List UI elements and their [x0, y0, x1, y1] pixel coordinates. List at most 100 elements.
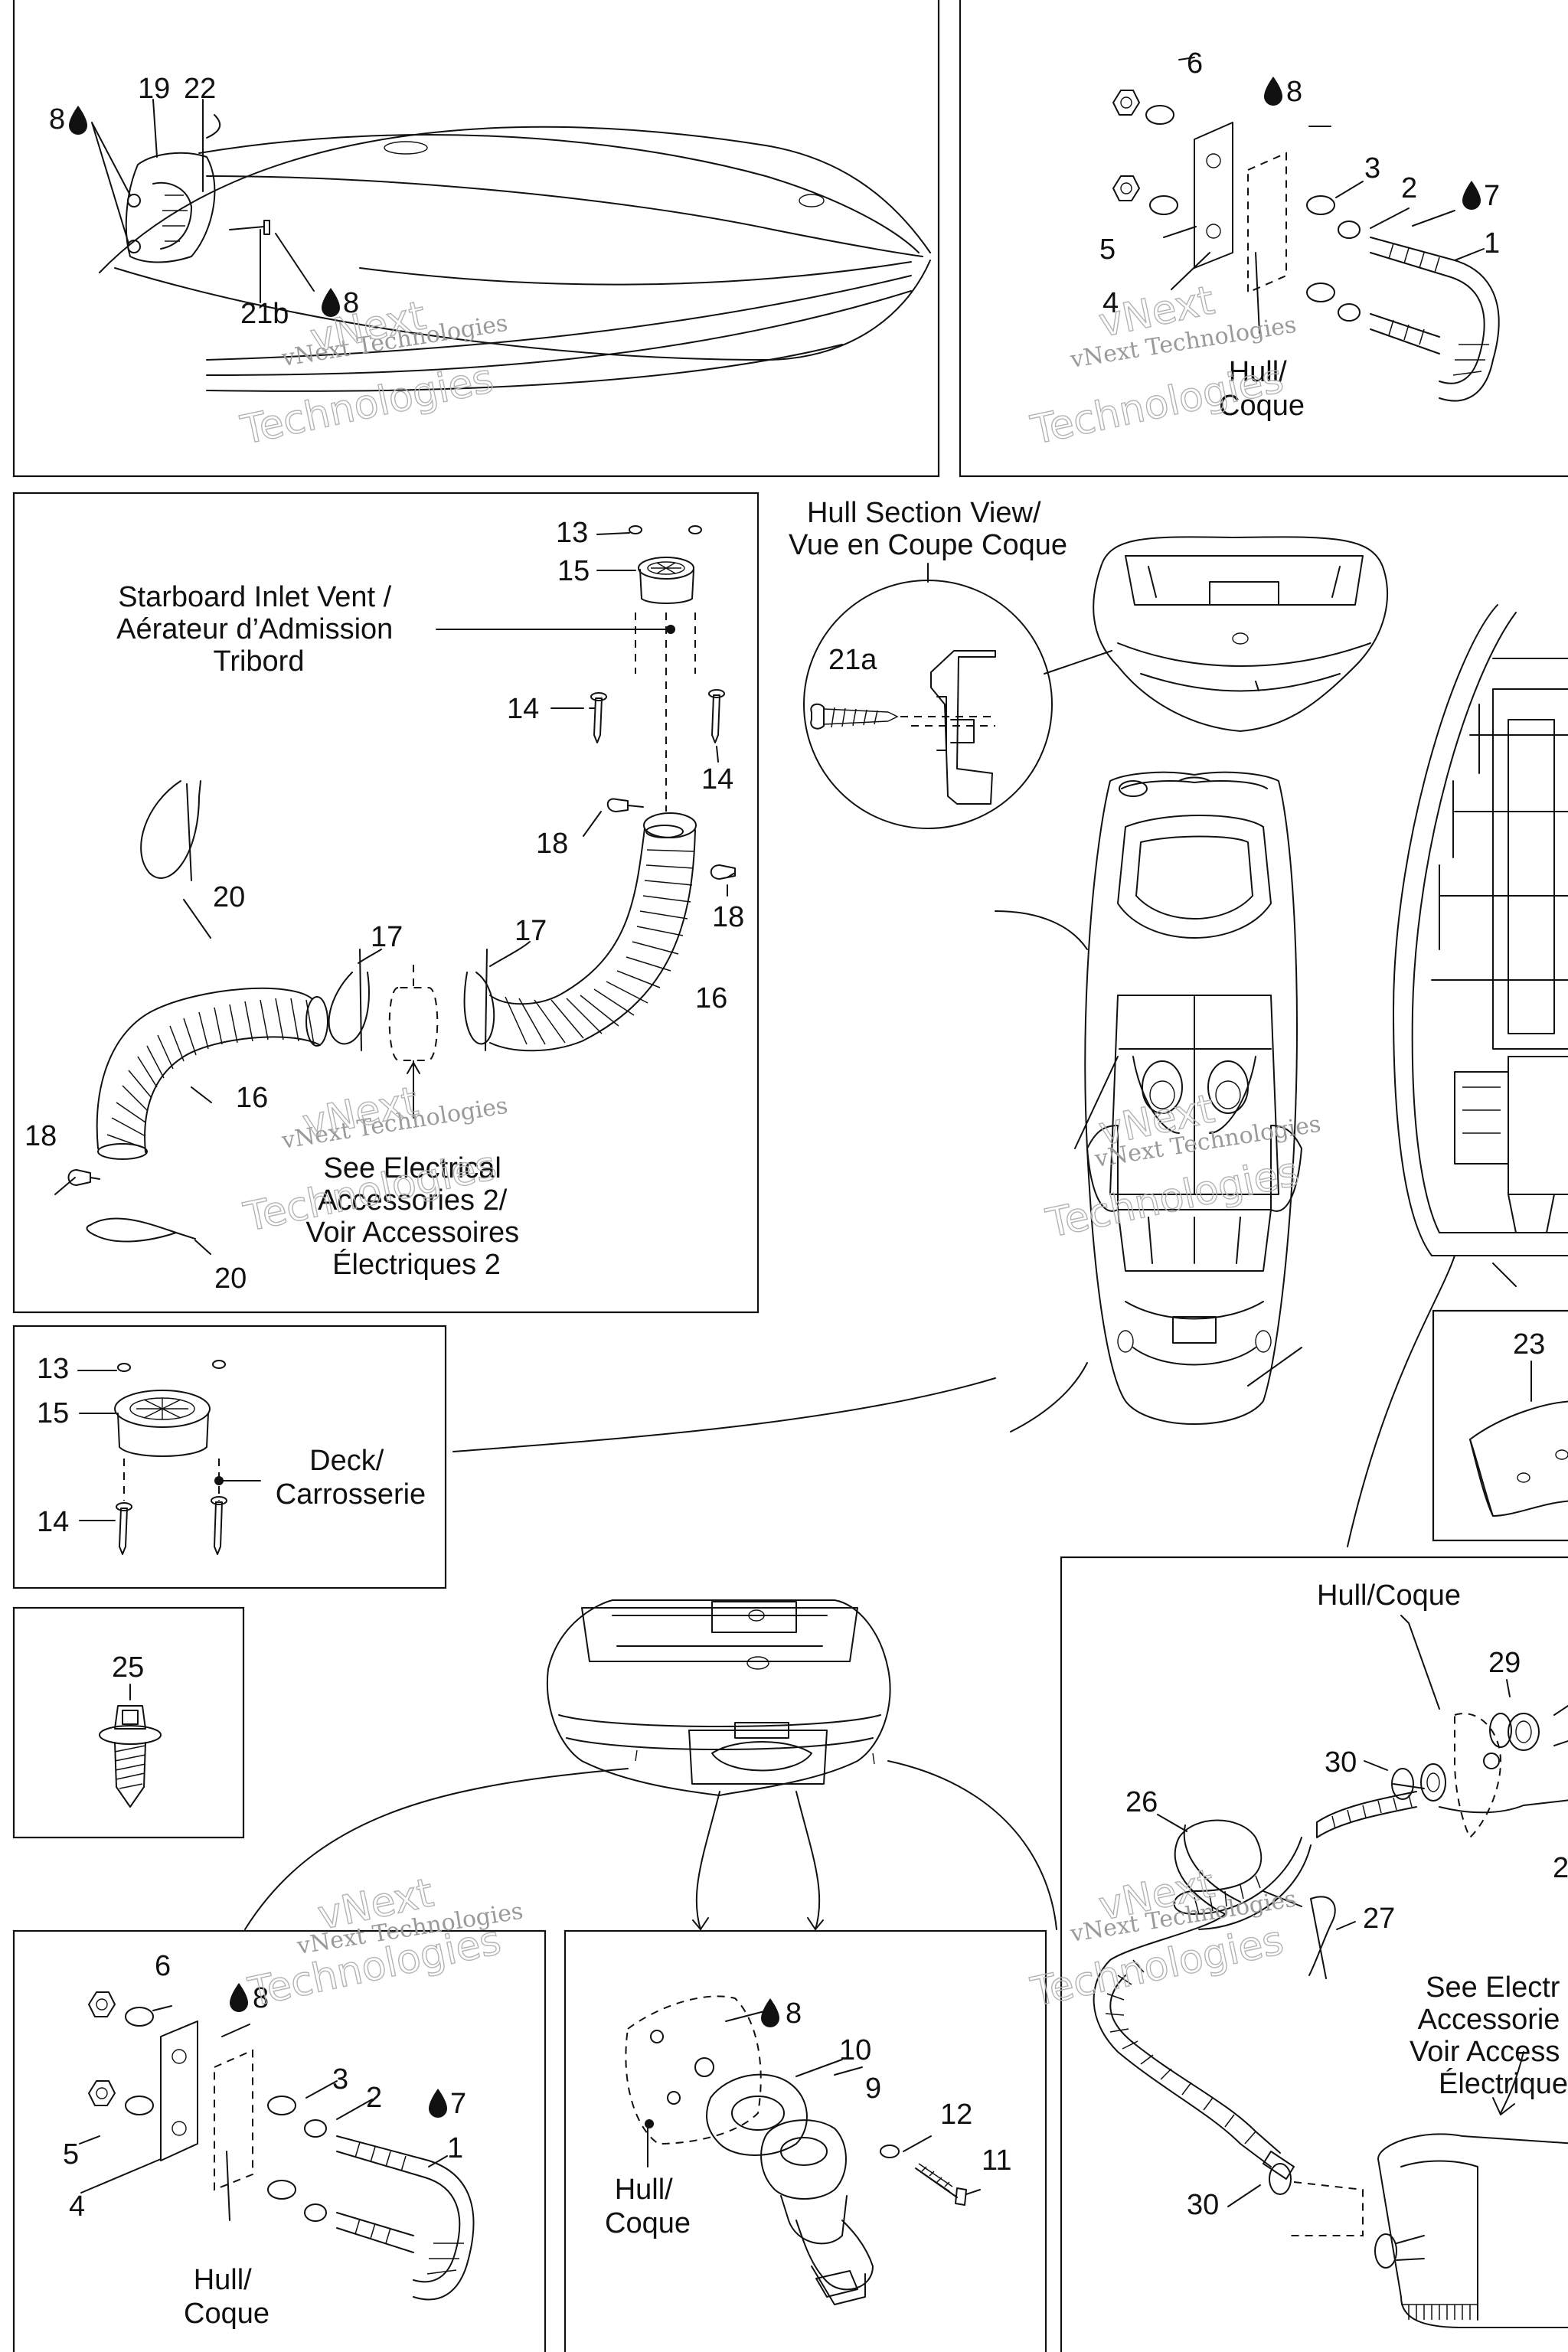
- callout-15: 15: [37, 1397, 69, 1429]
- callout-8: 8: [1286, 76, 1302, 108]
- deck-callouts: 13 15 14 Deck/ Carrosserie: [37, 1353, 426, 1538]
- inlet-vent-title: Starboard Inlet Vent / Aérateur d’Admiss…: [116, 581, 401, 678]
- callout-1: 1: [1484, 227, 1500, 260]
- callout-21b: 21b: [240, 298, 289, 330]
- callout-7: 7: [450, 2088, 466, 2120]
- inlet-callouts: 13 15 14 14 18 18 20 17 17 16 16 18 20 S…: [24, 517, 744, 1295]
- callout-2: 2: [366, 2082, 382, 2114]
- callout-18: 18: [536, 828, 568, 860]
- svg-text:Technologies: Technologies: [1027, 356, 1287, 454]
- callout-6: 6: [1187, 47, 1203, 80]
- u-bolt-assembly-bottom: [79, 1991, 475, 2301]
- callout-13: 13: [556, 517, 588, 549]
- panel-frame-screw: [12, 1606, 245, 1839]
- boat-side-interior: [1347, 604, 1568, 1547]
- callout-9: 9: [865, 2073, 881, 2105]
- panel-frame-top-left: [12, 0, 940, 478]
- callout-18: 18: [24, 1120, 57, 1152]
- watermark: Technologies: [1042, 1148, 1304, 1248]
- callout-30: 30: [1325, 1746, 1357, 1779]
- bilge-hull-label: Hull/Coque: [1317, 1579, 1461, 1612]
- drain-hull-label: Hull/ Coque: [605, 2174, 691, 2239]
- inlet-vent-illustration: Starboard Inlet Vent / Aérateur d’Admiss…: [54, 525, 736, 1255]
- bottom-hull-label: Hull/ Coque: [184, 2264, 270, 2330]
- see-electrical-note: See Electrical Accessories 2/ Voir Acces…: [305, 1152, 527, 1281]
- callout-16: 16: [695, 982, 727, 1014]
- panel-frame-bottom-left: [12, 1929, 547, 2352]
- sealant-drop-icon: [230, 1983, 248, 2012]
- callout-13: 13: [37, 1353, 69, 1385]
- callout-3: 3: [332, 2063, 348, 2096]
- callout-18: 18: [712, 901, 744, 933]
- deck-label: Deck/ Carrosserie: [276, 1445, 426, 1511]
- callout-4: 4: [1102, 287, 1119, 319]
- callout-21a: 21a: [828, 644, 877, 676]
- callout-6: 6: [155, 1950, 171, 1982]
- bottom-left-callouts: 6 8 3 2 7 1 5 4 Hull/ Coque: [63, 1950, 466, 2330]
- panel-frame-bilge: [1060, 1556, 1568, 2352]
- bow-illustration: [91, 99, 931, 392]
- callout-20: 20: [214, 1263, 247, 1295]
- callout-4: 4: [69, 2190, 85, 2223]
- callout-8: 8: [786, 1998, 802, 2030]
- callout-16: 16: [236, 1082, 268, 1114]
- boat-top-view: [995, 771, 1302, 1432]
- callout-10: 10: [839, 2034, 871, 2066]
- boat-stern-view: [1093, 536, 1388, 732]
- sealant-drop-icon: [429, 2089, 447, 2118]
- callout-14: 14: [37, 1506, 69, 1538]
- callout-15: 15: [557, 555, 590, 587]
- callout-8: 8: [49, 103, 65, 136]
- callout-17: 17: [371, 921, 403, 953]
- callout-2: 2: [1401, 172, 1417, 204]
- callout-8: 8: [343, 287, 359, 319]
- drain-callouts: 8 10 9 12 11 Hull/ Coque: [605, 1998, 1011, 2239]
- callout-23: 23: [1513, 1328, 1545, 1361]
- watermark-group: vNext Technologies vNext Technologies vN…: [237, 277, 1323, 2017]
- bilge-illustration: Hull/Coque 29 30 26 27 30: [1093, 1579, 1568, 2328]
- callout-7: 7: [1484, 180, 1500, 212]
- callout-29: 29: [1488, 1647, 1521, 1679]
- sealant-drop-icon: [1264, 77, 1282, 106]
- callout-5: 5: [1099, 234, 1116, 266]
- callout-5: 5: [63, 2138, 79, 2171]
- watermark: Technologies: [1027, 355, 1289, 455]
- panel-frame-top-right: [959, 0, 1568, 478]
- section-view-title: Hull Section View/ Vue en Coupe Coque: [789, 497, 1067, 561]
- deck-vent-illustration: [77, 1360, 996, 1555]
- callout-22: 22: [184, 73, 216, 105]
- screw-25-illustration: 25: [99, 1651, 162, 1808]
- callout-25: 25: [112, 1651, 144, 1684]
- callout-14: 14: [507, 693, 539, 725]
- callout-27: 27: [1363, 1903, 1395, 1935]
- callout-30: 30: [1187, 2189, 1219, 2221]
- svg-text:Technologies: Technologies: [1042, 1149, 1302, 1247]
- boat-rear-view: [244, 1599, 1057, 1930]
- top-left-callouts: 19 22 8 21b 8: [49, 73, 359, 330]
- callout-3: 3: [1364, 152, 1380, 185]
- callout-11: 11: [982, 2145, 1011, 2177]
- panel-frame-deck: [12, 1325, 447, 1589]
- callout-2: 2: [1553, 1852, 1568, 1884]
- panel-frame-23: [1432, 1309, 1568, 1542]
- sealant-drop-icon: [761, 1998, 779, 2027]
- callout-12: 12: [940, 2099, 972, 2131]
- callout-1: 1: [447, 2132, 463, 2164]
- top-right-callouts: 6 8 3 2 7 1 5 4 Hull/ Coque: [1099, 47, 1500, 422]
- part-23-illustration: 23: [1469, 1328, 1568, 1517]
- drain-plug-illustration: [625, 1995, 981, 2305]
- watermark: Technologies: [237, 355, 498, 455]
- panel-frame-inlet: [12, 492, 760, 1314]
- u-bolt-assembly-top: [1112, 57, 1500, 402]
- panel-frame-drain: [564, 1929, 1047, 2352]
- callout-17: 17: [514, 915, 547, 947]
- sealant-drop-icon: [322, 288, 340, 317]
- bilge-see-electrical-note: See Electr Accessorie Voir Access Électr…: [1410, 1971, 1568, 2100]
- callout-8: 8: [253, 1982, 269, 2014]
- callout-26: 26: [1125, 1786, 1158, 1818]
- hull-section-view: Hull Section View/ Vue en Coupe Coque 21…: [789, 497, 1112, 829]
- callout-19: 19: [138, 73, 170, 105]
- callout-14: 14: [701, 763, 733, 795]
- svg-text:Technologies: Technologies: [237, 356, 497, 454]
